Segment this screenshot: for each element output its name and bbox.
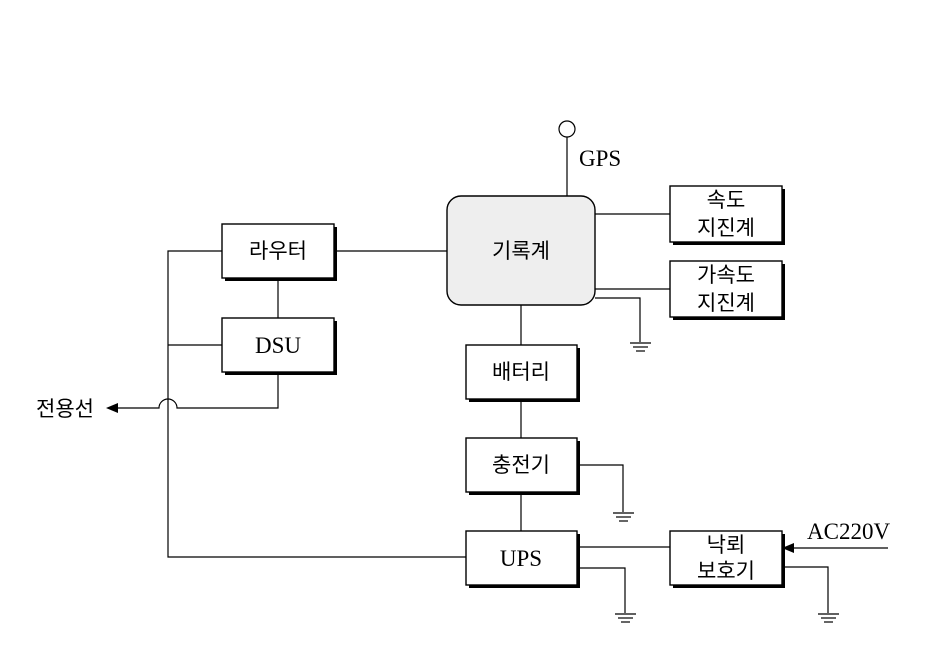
battery-label: 배터리 xyxy=(492,360,550,384)
ups-label: UPS xyxy=(500,546,542,571)
ground-symbol-icon xyxy=(818,613,839,623)
wire-protector-ground xyxy=(782,566,829,613)
ground-symbol-icon xyxy=(613,512,634,522)
velocity-seismometer-node: 속도 지진계 xyxy=(669,185,785,245)
ground-symbol-icon xyxy=(630,342,651,352)
leased-line-arrow-icon xyxy=(106,403,118,413)
wire-ups-ground xyxy=(577,567,626,613)
dsu-node: DSU xyxy=(221,317,337,375)
accel-seismometer-label-line2: 지진계 xyxy=(697,291,755,315)
gps-antenna-icon xyxy=(558,120,576,138)
accel-seismometer-node: 가속도 지진계 xyxy=(669,260,785,320)
lightning-protector-label-line2: 보호기 xyxy=(697,559,755,583)
dsu-label: DSU xyxy=(255,333,301,358)
ups-node: UPS xyxy=(465,530,580,588)
ground-symbol-icon xyxy=(615,613,636,623)
router-label: 라우터 xyxy=(249,239,307,263)
lightning-protector-node: 낙뢰 보호기 xyxy=(669,530,785,588)
accel-seismometer-label-line1: 가속도 xyxy=(697,263,755,287)
wire-recorder-ground xyxy=(595,297,641,342)
charger-label: 충전기 xyxy=(492,453,550,477)
ac-input-label: AC220V xyxy=(807,519,890,544)
battery-node: 배터리 xyxy=(465,344,580,402)
lightning-protector-label-line1: 낙뢰 xyxy=(707,533,746,557)
recorder-label: 기록계 xyxy=(492,239,550,263)
velocity-seismometer-label-line1: 속도 xyxy=(707,188,746,212)
wire-dsu-leased-line xyxy=(116,372,279,409)
gps-label: GPS xyxy=(579,146,621,171)
charger-node: 충전기 xyxy=(465,437,580,495)
recorder-node: 기록계 xyxy=(446,195,596,306)
velocity-seismometer-label-line2: 지진계 xyxy=(697,216,755,240)
wire-charger-ground xyxy=(577,464,624,512)
router-node: 라우터 xyxy=(221,223,337,281)
wire-left-bus xyxy=(167,250,466,558)
leased-line-label: 전용선 xyxy=(36,397,94,421)
ac-input-arrow-icon xyxy=(782,543,794,553)
wires xyxy=(106,120,888,613)
